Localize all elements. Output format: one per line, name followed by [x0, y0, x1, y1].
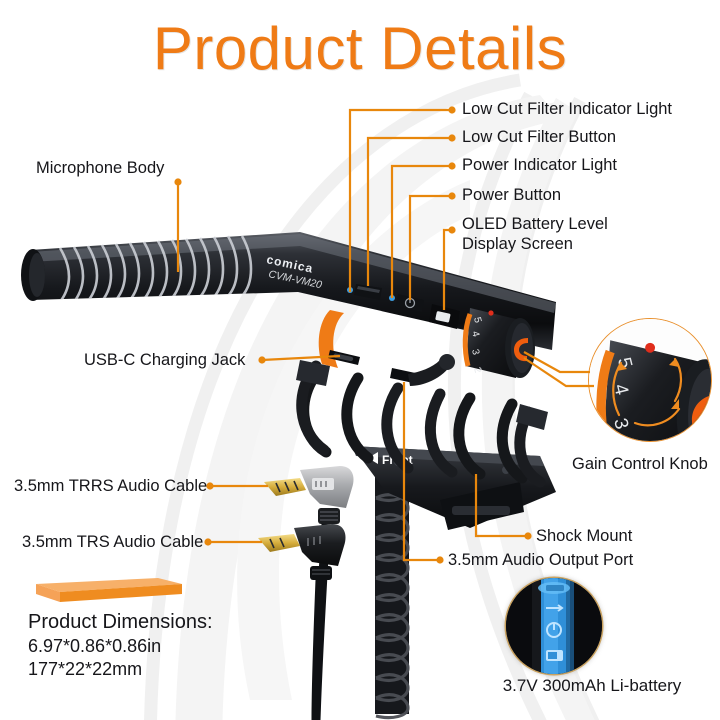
rotation-arrow-heads-icon — [617, 359, 679, 409]
svg-text:5: 5 — [471, 316, 483, 324]
battery-label: 3.7V 300mAh Li-battery — [502, 676, 682, 695]
dimensions-millimeters: 177*22*22mm — [28, 659, 143, 679]
label-oled-line1: OLED Battery Level — [462, 215, 608, 233]
low-cut-indicator-led — [347, 287, 353, 293]
svg-text:3: 3 — [609, 416, 632, 431]
label-shock-mount: Shock Mount — [536, 527, 633, 545]
label-trrs-audio-cable: 3.5mm TRRS Audio Cable — [14, 477, 208, 495]
label-oled-battery-level-display-screen: OLED Battery Level Display Screen — [462, 214, 702, 254]
label-low-cut-filter-indicator-light: Low Cut Filter Indicator Light — [462, 100, 673, 118]
shock-mount-arms — [296, 360, 548, 430]
trrs-cable-graphic — [264, 466, 354, 720]
label-power-indicator-light: Power Indicator Light — [462, 156, 618, 174]
dimension-bar-graphic — [36, 578, 182, 602]
gain-knob-magnifier: 2 3 4 5 — [588, 318, 712, 442]
label-oled-line2: Display Screen — [462, 235, 573, 253]
label-microphone-body: Microphone Body — [36, 159, 165, 177]
rotation-arrows-icon — [612, 357, 683, 427]
label-trs-audio-cable: 3.5mm TRS Audio Cable — [22, 533, 204, 551]
gain-control-knob-label: Gain Control Knob — [572, 455, 708, 473]
label-audio-output-port: 3.5mm Audio Output Port — [448, 551, 634, 569]
label-power-button: Power Button — [462, 186, 562, 204]
coiled-cable — [375, 470, 410, 720]
dimensions-inches: 6.97*0.86*0.86in — [28, 636, 162, 656]
trs-cable-graphic — [258, 524, 346, 720]
svg-text:3: 3 — [469, 348, 481, 356]
battery-magnifier — [506, 578, 602, 674]
dimensions-heading: Product Dimensions: — [28, 611, 213, 633]
label-usb-c-charging-jack: USB-C Charging Jack — [84, 351, 246, 369]
page-title: Product Details — [152, 15, 568, 82]
product-dimensions: Product Dimensions: 6.97*0.86*0.86in 177… — [28, 610, 213, 681]
label-low-cut-filter-button: Low Cut Filter Button — [462, 128, 617, 146]
svg-text:4: 4 — [469, 330, 481, 338]
microphone-body-graphic: comica CVM-VM20 — [21, 232, 556, 386]
svg-text:2: 2 — [471, 366, 483, 374]
power-indicator-led — [389, 295, 395, 301]
